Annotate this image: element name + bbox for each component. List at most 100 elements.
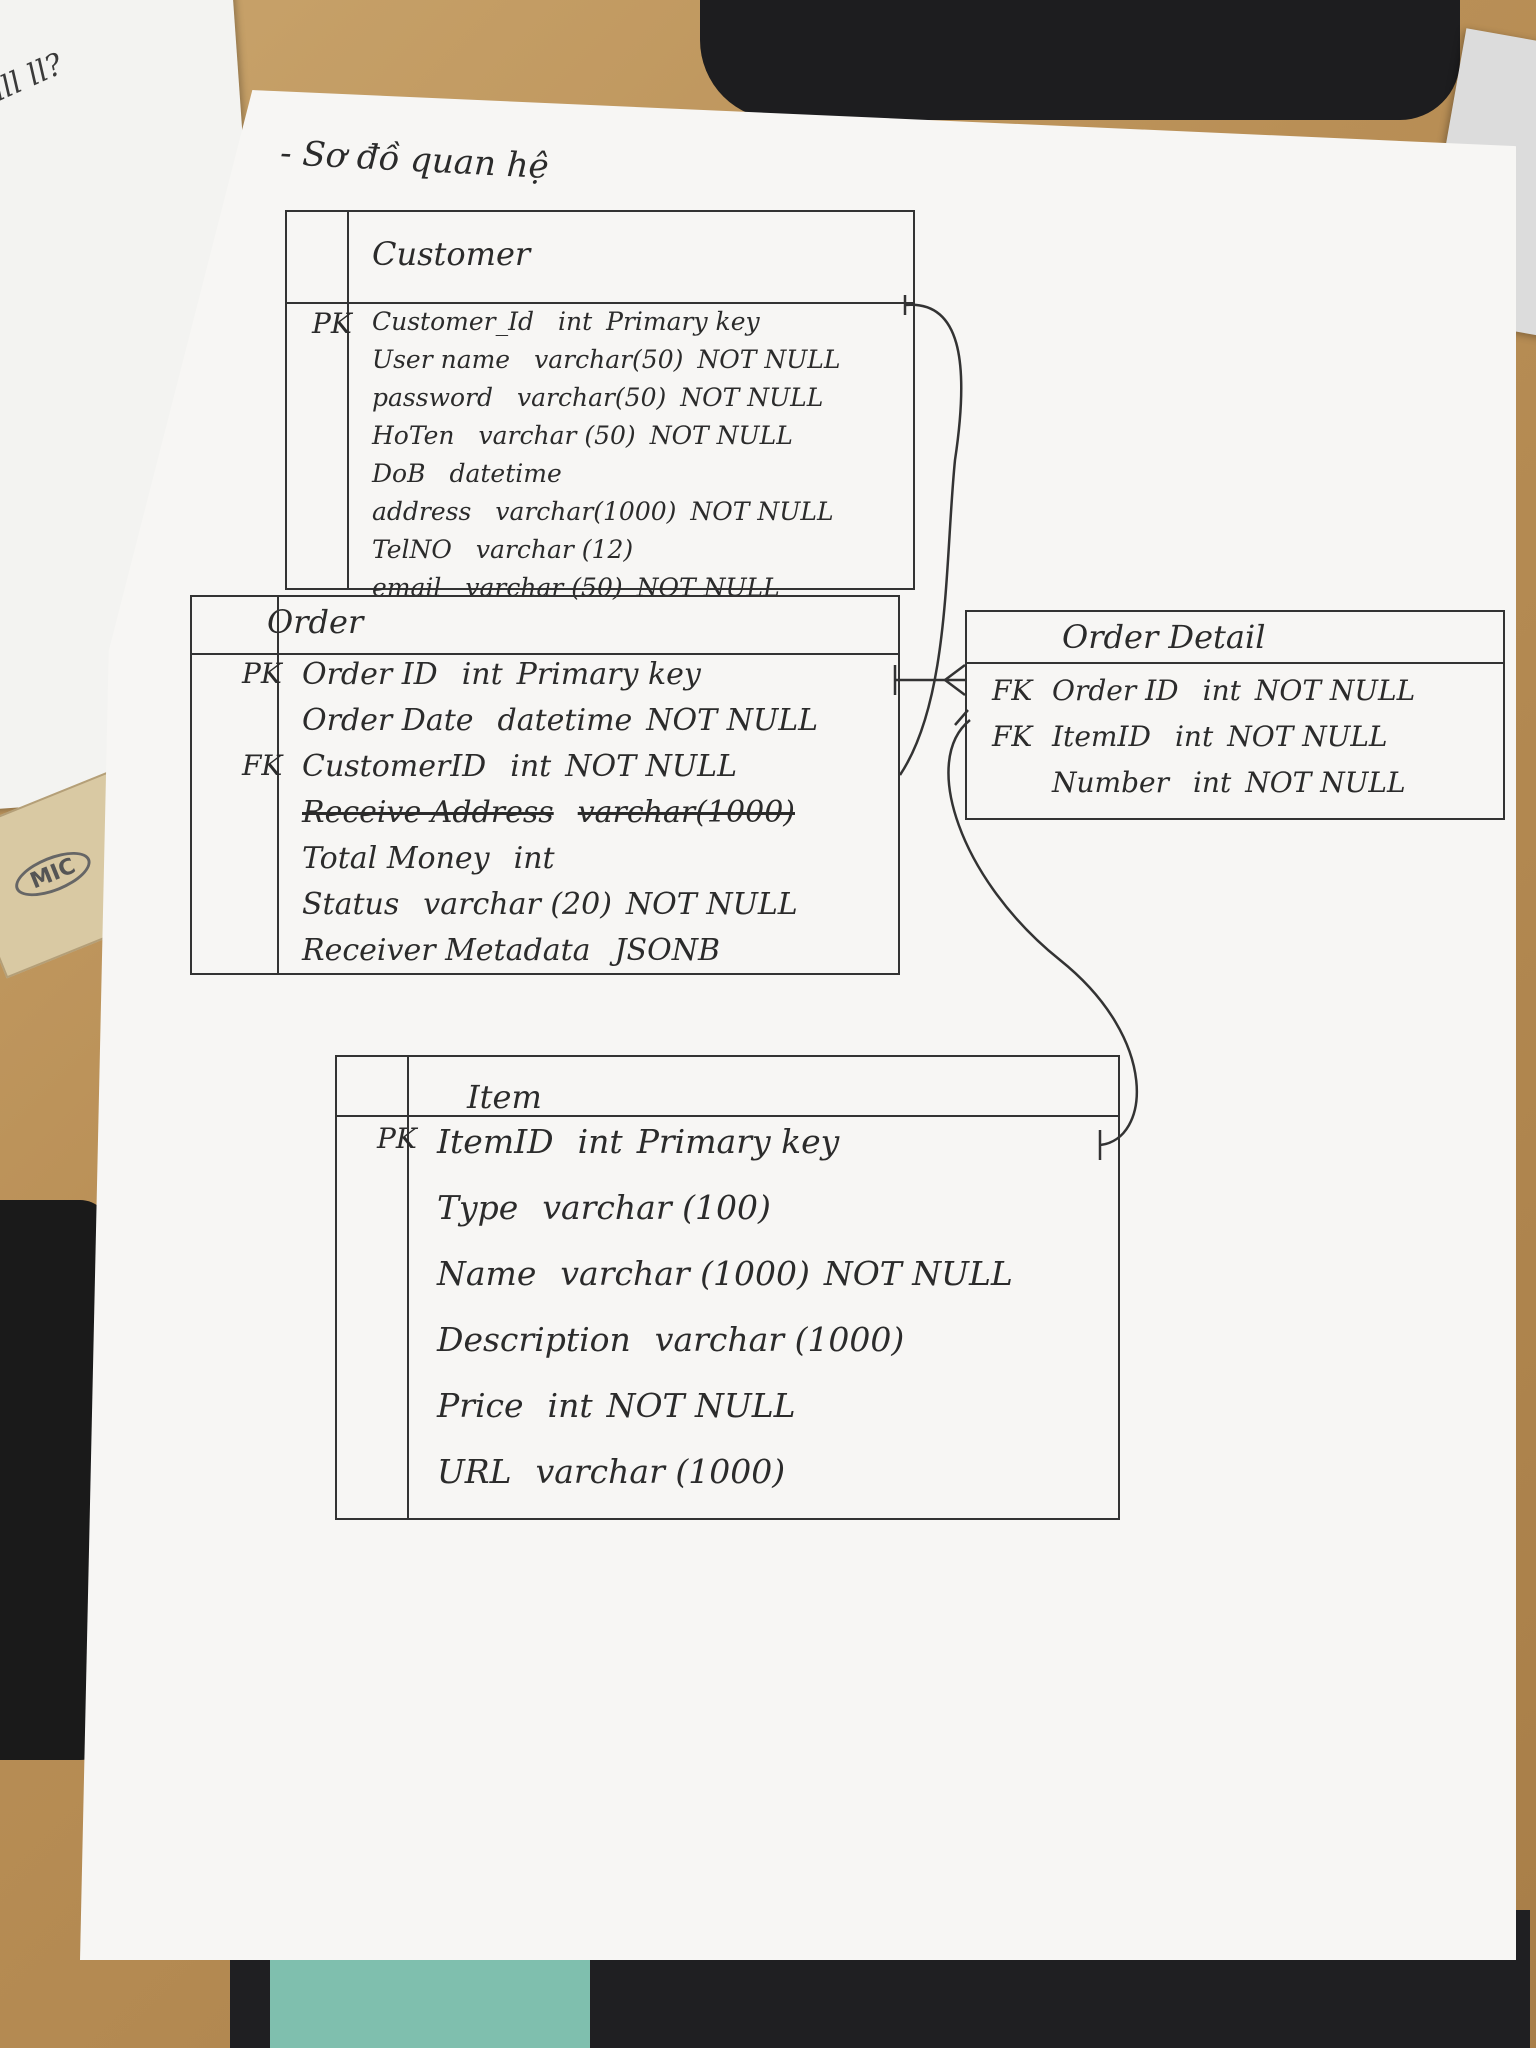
field-name: User name (372, 345, 511, 374)
field-name: ItemID (1052, 720, 1151, 753)
field-constraint: NOT NULL (697, 345, 841, 374)
table-row: Total Money int (302, 841, 569, 876)
field-name: URL (437, 1452, 512, 1491)
field-name: Order Date (302, 703, 474, 738)
table-name: Order (192, 597, 898, 655)
field-type: int (461, 657, 503, 692)
field-constraint: NOT NULL (1254, 674, 1416, 707)
field-constraint: NOT NULL (646, 703, 819, 738)
paper-sheet (80, 90, 1516, 1960)
table-row: Receive Address varchar(1000) (302, 795, 809, 830)
item-orderdetail-link (947, 719, 1138, 1147)
key-column (347, 212, 349, 588)
field-name: address (372, 497, 472, 526)
field-constraint: NOT NULL (680, 383, 824, 412)
field-name: Receiver Metadata (302, 933, 591, 968)
field-constraint: Primary key (636, 1122, 840, 1161)
black-device (700, 0, 1460, 120)
field-name: password (372, 383, 493, 412)
field-type: datetime (449, 459, 562, 488)
field-type: int (558, 307, 593, 336)
key-column (407, 1057, 409, 1518)
customer-order-link (898, 303, 963, 776)
field-name: Status (302, 887, 400, 922)
field-name: DoB (372, 459, 426, 488)
field-name: HoTen (372, 421, 455, 450)
field-type: varchar (1000) (535, 1452, 786, 1491)
field-constraint: NOT NULL (606, 1386, 796, 1425)
field-name: Receive Address (302, 795, 554, 830)
key-column (277, 597, 279, 973)
table-row: password varchar(50) NOT NULL (372, 383, 823, 412)
table-row: TelNO varchar (12) (372, 535, 647, 564)
field-name: Name (437, 1254, 537, 1293)
key-label: FK (242, 749, 283, 782)
field-type: varchar(1000) (577, 795, 795, 830)
field-name: Total Money (302, 841, 490, 876)
key-label: PK (312, 307, 352, 340)
table-name: Customer (287, 224, 913, 304)
field-name: TelNO (372, 535, 452, 564)
field-constraint: NOT NULL (649, 421, 793, 450)
field-type: int (510, 749, 552, 784)
table-row: FK ItemID int NOT NULL (992, 720, 1388, 753)
table-row: DoB datetime (372, 459, 576, 488)
field-type: varchar (50) (465, 573, 623, 602)
key-label: PK (242, 657, 282, 690)
field-constraint: NOT NULL (625, 887, 798, 922)
table-row: email varchar (50) NOT NULL (372, 573, 780, 602)
table-row: Status varchar (20) NOT NULL (302, 887, 798, 922)
key-label: PK (377, 1122, 417, 1155)
field-constraint: NOT NULL (823, 1254, 1013, 1293)
table-row: URL varchar (1000) (437, 1452, 799, 1491)
field-constraint: Primary key (606, 307, 760, 336)
field-name: email (372, 573, 442, 602)
field-name: Type (437, 1188, 519, 1227)
field-constraint: NOT NULL (565, 749, 737, 784)
field-type: varchar (1000) (560, 1254, 810, 1293)
field-type: varchar (20) (423, 887, 612, 922)
field-type: int (1202, 674, 1241, 707)
field-type: int (513, 841, 555, 876)
field-type: varchar(50) (516, 383, 667, 412)
field-name: Customer_Id (372, 307, 534, 336)
table-row: HoTen varchar (50) NOT NULL (372, 421, 793, 450)
key-label: FK (992, 720, 1033, 753)
field-type: varchar (50) (478, 421, 636, 450)
field-type: int (1192, 766, 1232, 799)
field-name: Number (1052, 766, 1169, 799)
table-row: PK Customer_Id int Primary key (312, 307, 760, 340)
field-type: varchar(1000) (495, 497, 677, 526)
one-mark (893, 295, 1102, 1160)
field-name: Order ID (1052, 674, 1179, 707)
table-name: Order Detail (967, 612, 1503, 664)
field-constraint: NOT NULL (1245, 766, 1406, 799)
field-type: varchar (12) (475, 535, 634, 564)
field-type: int (1174, 720, 1214, 753)
crowfoot-mark (942, 664, 969, 726)
key-label: FK (992, 674, 1033, 707)
field-type: int (577, 1122, 623, 1161)
table-row: PK Order ID int Primary key (242, 657, 701, 692)
table-row: FK Order ID int NOT NULL (992, 674, 1416, 707)
field-constraint: Primary key (516, 657, 701, 692)
table-row: Number int NOT NULL (1052, 766, 1406, 799)
field-constraint: NOT NULL (1227, 720, 1388, 753)
table-row: PK ItemID int Primary key (377, 1122, 840, 1161)
field-constraint: NOT NULL (636, 573, 780, 602)
field-name: ItemID (437, 1122, 554, 1161)
field-name: Order ID (302, 657, 438, 692)
field-type: int (547, 1386, 593, 1425)
